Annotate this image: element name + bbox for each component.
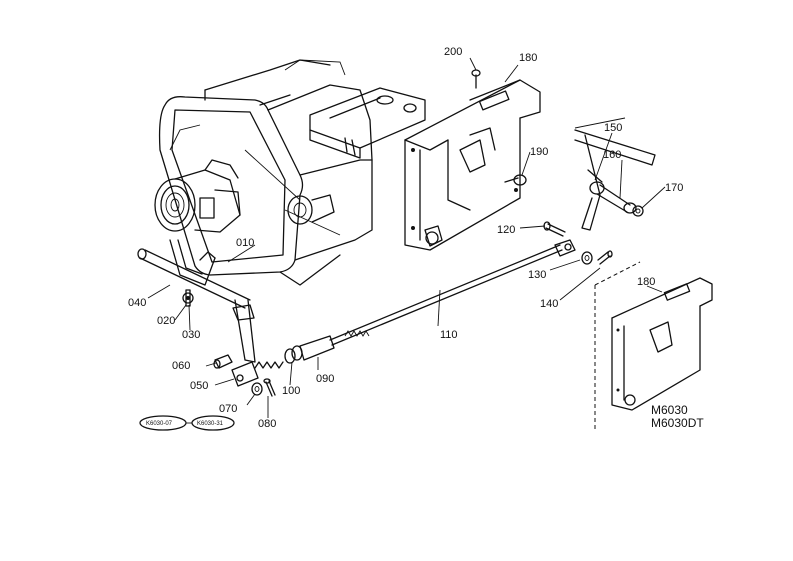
shift-rod xyxy=(329,239,576,346)
callout-180-variant: 180 xyxy=(637,276,655,288)
callout-labels: 010 040 020 030 060 050 070 080 100 090 … xyxy=(128,46,683,430)
callout-060: 060 xyxy=(172,360,190,372)
callout-100: 100 xyxy=(282,385,300,397)
callout-190: 190 xyxy=(530,146,548,158)
callout-170: 170 xyxy=(665,182,683,194)
leader-lines xyxy=(147,57,666,418)
callout-180: 180 xyxy=(519,52,537,64)
variant-box xyxy=(594,261,713,430)
callout-130: 130 xyxy=(528,269,546,281)
transmission-housing xyxy=(154,59,373,286)
upper-lever-assembly xyxy=(574,129,656,231)
callout-020: 020 xyxy=(157,315,175,327)
callout-120: 120 xyxy=(497,224,515,236)
callout-050: 050 xyxy=(190,380,208,392)
callout-160: 160 xyxy=(603,149,621,161)
callout-040: 040 xyxy=(128,297,146,309)
callout-150: 150 xyxy=(604,122,622,134)
reference-tag-2: K6030-31 xyxy=(197,421,224,427)
upper-link-parts xyxy=(543,221,613,265)
callout-200: 200 xyxy=(444,46,462,58)
callout-080: 080 xyxy=(258,418,276,430)
reference-tag-1: K6030-07 xyxy=(146,421,173,427)
model-line-2: M6030DT xyxy=(651,416,704,430)
mounting-plate xyxy=(309,87,426,159)
callout-070: 070 xyxy=(219,403,237,415)
shift-fork-assembly xyxy=(137,239,256,363)
callout-090: 090 xyxy=(316,373,334,385)
bracket-main xyxy=(404,69,541,251)
callout-140: 140 xyxy=(540,298,558,310)
callout-030: 030 xyxy=(182,329,200,341)
callout-010: 010 xyxy=(236,237,254,249)
model-line-1: M6030 xyxy=(651,403,688,417)
lower-link-parts xyxy=(213,335,335,397)
callout-110: 110 xyxy=(440,329,458,341)
reference-tags: K6030-07 K6030-31 xyxy=(139,415,235,431)
model-designation: M6030 M6030DT xyxy=(651,403,704,430)
